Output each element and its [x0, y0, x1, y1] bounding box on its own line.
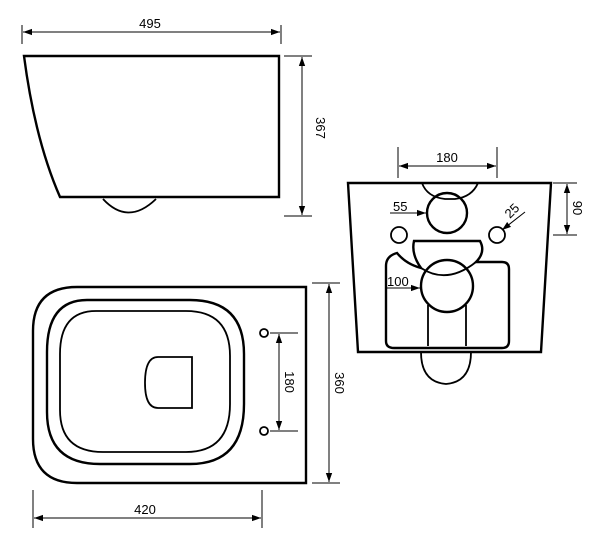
rear-trap-shape — [384, 239, 511, 350]
rear-outlet-channel — [427, 305, 467, 346]
top-length-label: 420 — [134, 502, 156, 517]
rear-outlet-spigot — [420, 351, 472, 385]
rear-bolt-left — [390, 226, 408, 244]
rear-outlet-circle — [419, 258, 475, 314]
side-height-label: 367 — [313, 117, 328, 139]
rear-bolt-diameter-label: 25 — [502, 200, 523, 221]
rear-bolt-right — [488, 226, 506, 244]
top-view-bolt-hole-upper — [259, 328, 269, 338]
rear-view-back-plate — [421, 182, 479, 200]
top-view-bolt-hole-lower — [259, 426, 269, 436]
rear-inlet-circle — [425, 191, 469, 235]
top-view: 180 360 420 — [31, 282, 347, 528]
top-view-outline — [31, 285, 308, 485]
rear-view: 180 90 55 25 100 — [346, 147, 585, 385]
top-view-bowl-outlet — [144, 356, 193, 409]
side-view-body — [22, 54, 281, 199]
top-view-seat-inner — [59, 310, 231, 453]
top-width-label: 360 — [332, 372, 347, 394]
side-view-outlet — [102, 198, 157, 214]
side-view: 495 367 — [21, 16, 328, 217]
top-bolt-spacing-label: 180 — [282, 371, 297, 393]
rear-bolt-leader — [501, 211, 526, 231]
rear-view-outline — [346, 181, 553, 354]
rear-outlet-diameter-label: 100 — [387, 274, 409, 289]
rear-bolt-spacing-label: 180 — [436, 150, 458, 165]
rear-inlet-diameter-label: 55 — [393, 199, 407, 214]
top-view-seat — [45, 298, 246, 466]
side-width-label: 495 — [139, 16, 161, 31]
rear-top-offset-label: 90 — [570, 201, 585, 215]
